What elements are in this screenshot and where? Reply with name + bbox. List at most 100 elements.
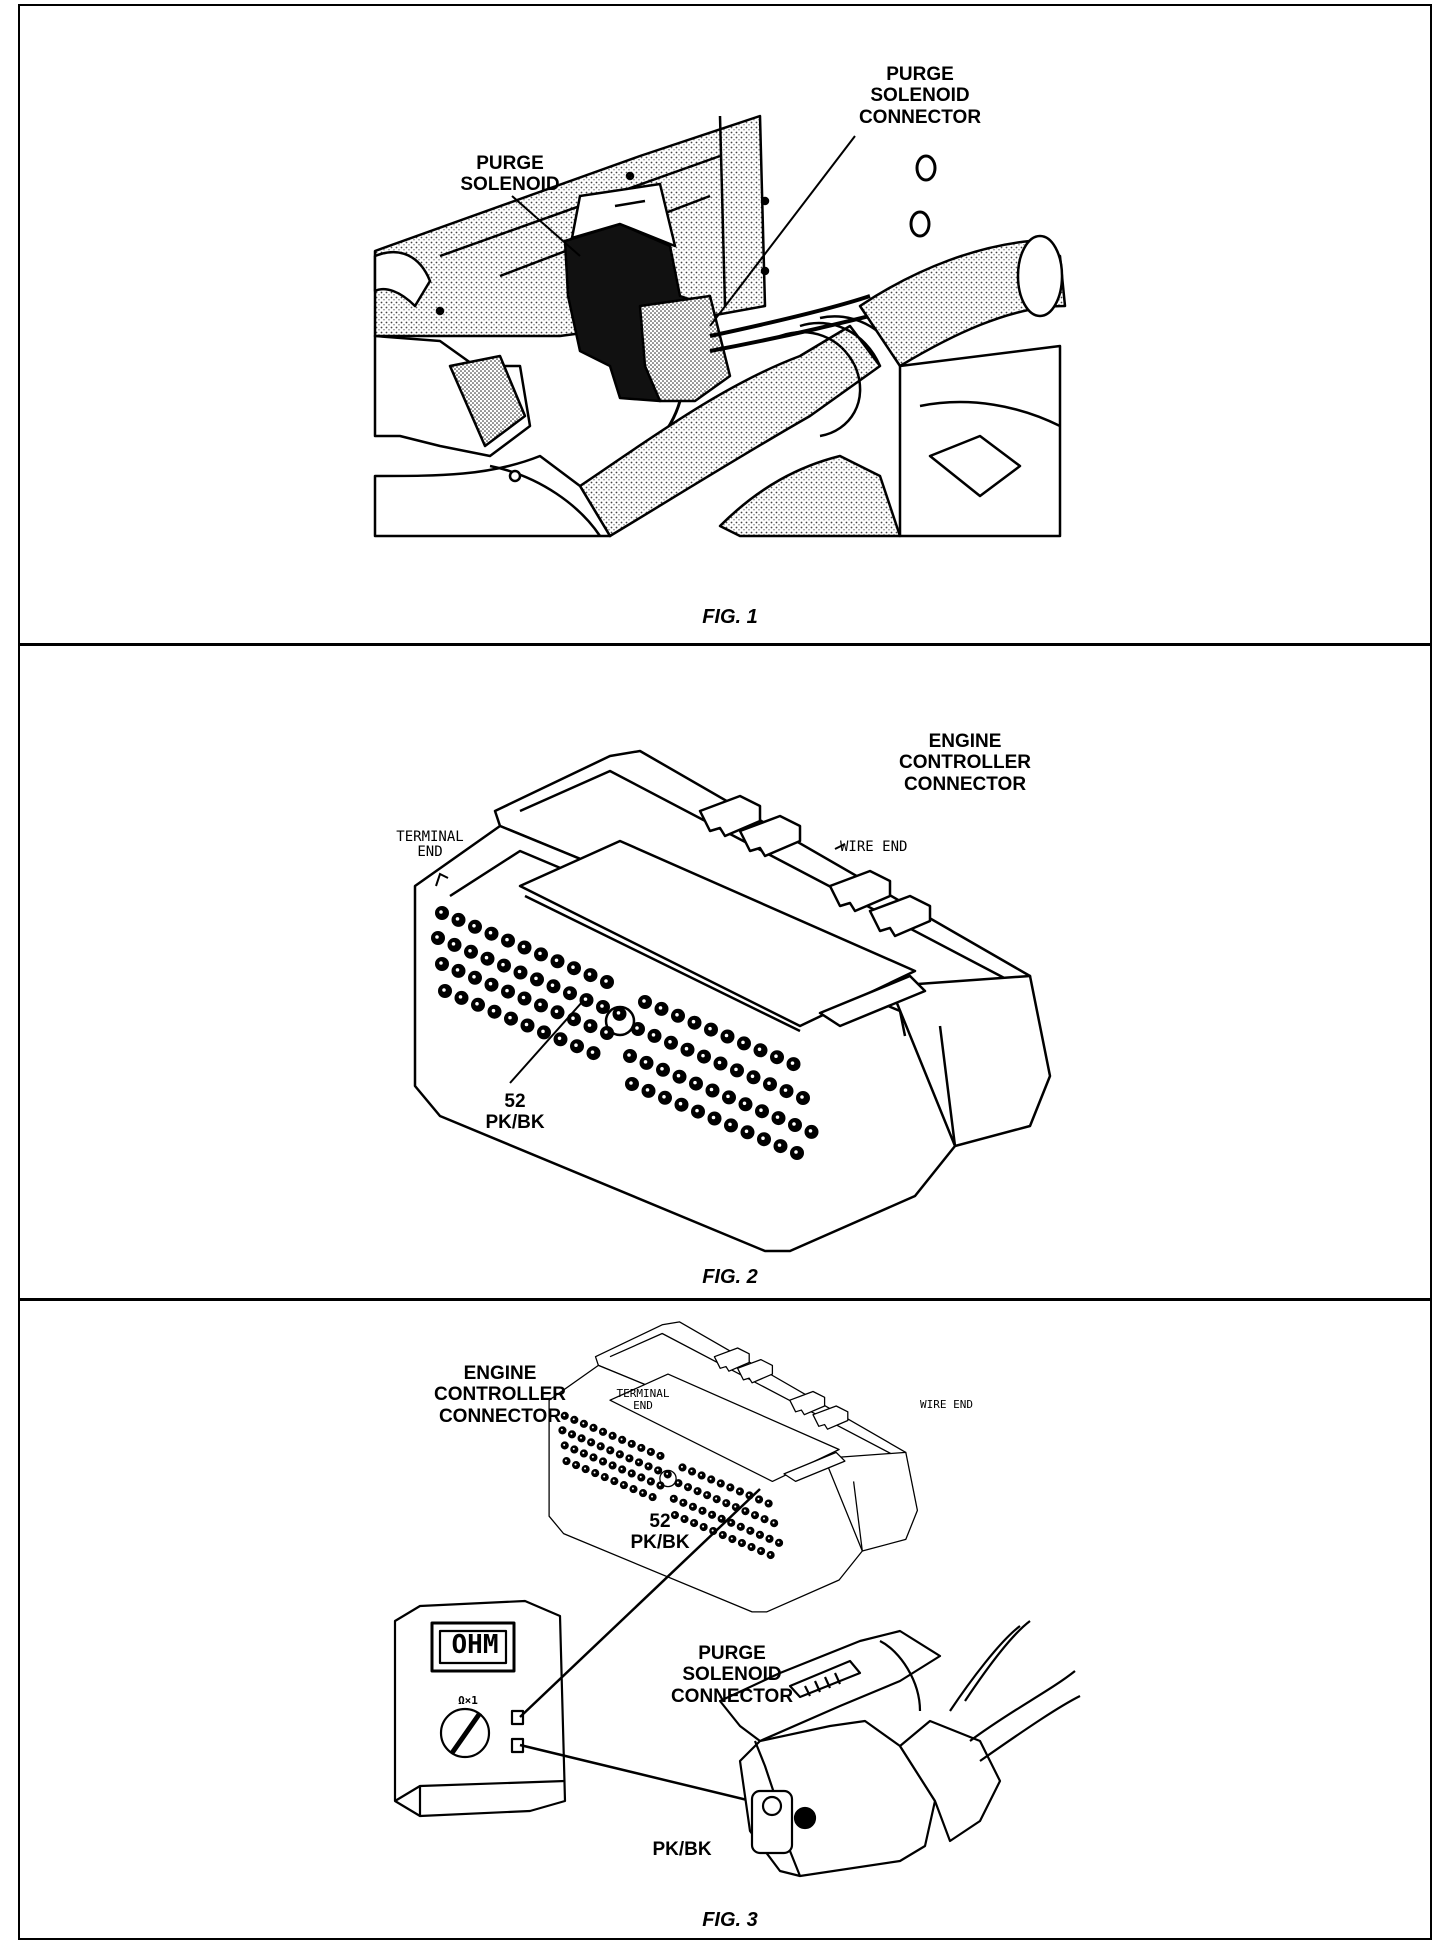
connector-terminal-pin-hole — [471, 974, 477, 980]
purge-solenoid-connector-label: PURGE SOLENOID CONNECTOR — [858, 64, 982, 128]
connector-terminal-pin-hole — [537, 950, 543, 957]
engine-controller-connector-illustration — [413, 749, 1052, 1253]
ohmmeter-test-illustration — [393, 1321, 1081, 1878]
connector-terminal-pin-hole — [690, 1018, 697, 1025]
connector-terminal-pin-hole — [716, 1059, 723, 1066]
connector-terminal-pin-hole — [591, 1425, 595, 1429]
figure-1-caption: FIG. 1 — [702, 606, 758, 628]
figure-3-caption: FIG. 3 — [702, 1909, 758, 1931]
connector-terminal-pin-hole — [450, 941, 457, 947]
connector-terminal-pin-hole — [634, 1025, 640, 1031]
connector-terminal-pin-hole — [490, 1007, 497, 1014]
connector-terminal-pin-hole — [776, 1540, 781, 1544]
terminal-end-label: TERMINAL END — [616, 1387, 670, 1412]
connector-terminal-pin-hole — [572, 1417, 576, 1421]
connector-terminal-pin-hole — [566, 989, 572, 995]
engine-controller-connector-label: ENGINE CONTROLLER CONNECTOR — [434, 1363, 566, 1427]
connector-terminal-pin-hole — [573, 1042, 579, 1048]
connector-terminal-pin-hole — [671, 1496, 675, 1500]
connector-terminal-pin-hole — [683, 1045, 690, 1052]
connector-terminal-pin-hole — [644, 1087, 651, 1093]
wire-end-label: WIRE END — [920, 1398, 973, 1411]
connector-terminal-pin-hole — [579, 1436, 583, 1440]
connector-terminal-pin-hole — [725, 1093, 731, 1100]
connector-terminal-pin-hole — [591, 1455, 595, 1459]
figure-1-panel: PURGE SOLENOID PURGE SOLENOID CONNECTOR … — [20, 6, 1430, 642]
connector-terminal-pin-hole — [586, 971, 593, 977]
connector-terminal-pin-hole — [709, 1512, 714, 1516]
connector-terminal-pin-hole — [553, 957, 560, 964]
panel-divider — [18, 643, 1432, 646]
connector-terminal-pin-hole — [582, 996, 589, 1002]
connector-terminal-pin-hole — [487, 929, 494, 936]
wire-end-label: WIRE END — [840, 839, 908, 855]
connector-terminal-pin-hole — [743, 1128, 750, 1135]
connector-terminal-pin-hole — [728, 1485, 732, 1489]
connector-terminal-pin-hole — [474, 1001, 480, 1007]
connector-terminal-pin-hole — [762, 1516, 766, 1521]
connector-terminal-pin-hole — [639, 1445, 643, 1449]
meter-range-label: Ω×1 — [458, 1694, 478, 1707]
connector-terminal-pin-hole — [738, 1524, 742, 1528]
connector-terminal-pin-hole — [749, 1544, 753, 1549]
connector-terminal-pin-hole — [766, 1501, 770, 1505]
connector-terminal-pin-hole — [617, 1452, 621, 1456]
connector-terminal-pin-hole — [648, 1449, 652, 1453]
connector-terminal-pin-hole — [692, 1079, 698, 1086]
connector-terminal-pin-hole — [791, 1121, 797, 1127]
connector-terminal-pin-hole — [520, 994, 527, 1001]
connector-terminal-pin-hole — [681, 1500, 685, 1504]
connector-terminal-pin-hole — [677, 1100, 684, 1107]
connector-terminal-pin-hole — [723, 1032, 730, 1039]
connector-terminal-pin-hole — [659, 1066, 665, 1072]
connector-terminal-pin-hole — [621, 1482, 625, 1487]
connector-terminal-pin-hole — [771, 1520, 776, 1525]
connector-terminal-pin-hole — [626, 1052, 632, 1058]
connector-terminal-pin-hole — [569, 1432, 574, 1436]
connector-terminal-pin-hole — [760, 1135, 766, 1141]
connector-terminal-pin-hole — [504, 987, 510, 994]
connector-terminal-pin-hole — [581, 1421, 585, 1425]
connector-terminal-pin-hole — [457, 994, 464, 1000]
connector-terminal-pin-hole — [747, 1493, 751, 1497]
connector-terminal-pin-hole — [752, 1512, 757, 1517]
connector-terminal-pin-hole — [758, 1107, 764, 1113]
page-frame — [18, 4, 1432, 1940]
connector-terminal-pin-hole — [730, 1536, 734, 1541]
connector-terminal-pin-hole — [756, 1497, 761, 1501]
connector-terminal-pin-hole — [807, 1128, 814, 1134]
connector-terminal-pin-hole — [658, 1453, 662, 1457]
connector-terminal-pin-hole — [600, 1429, 605, 1433]
figure-2-panel: ENGINE CONTROLLER CONNECTOR TERMINAL END… — [20, 646, 1430, 1296]
connector-terminal-pin-hole — [694, 1107, 700, 1114]
connector-terminal-pin-hole — [793, 1149, 799, 1155]
connector-terminal-pin-hole — [641, 998, 647, 1004]
connector-terminal-pin-hole — [454, 916, 461, 922]
connector-terminal-pin-hole — [675, 1072, 682, 1079]
connector-terminal-pin-hole — [537, 1001, 543, 1008]
connector-terminal-pin-hole — [650, 1494, 654, 1499]
connector-terminal-pin-hole — [610, 1433, 614, 1437]
connector-terminal-pin-hole — [556, 1035, 563, 1042]
connector-terminal-pin-hole — [691, 1520, 696, 1525]
connector-terminal-pin-hole — [610, 1463, 614, 1467]
connector-terminal-pin-hole — [629, 1471, 633, 1475]
connector-terminal-pin-hole — [619, 1437, 624, 1441]
connector-terminal-pin-hole — [727, 1121, 733, 1128]
connector-terminal-pin-hole — [789, 1060, 796, 1066]
connector-terminal-pin-hole — [573, 1462, 578, 1467]
connector-terminal-pin-hole — [707, 1025, 713, 1032]
connector-terminal-pin-hole — [438, 960, 444, 966]
connector-terminal-pin-hole — [741, 1100, 748, 1107]
connector-terminal-pin-hole — [700, 1508, 704, 1512]
connector-terminal-pin-hole — [701, 1524, 705, 1529]
connector-terminal-pin-hole — [438, 909, 444, 915]
connector-terminal-pin-hole — [636, 1460, 641, 1464]
connector-terminal-pin-hole — [767, 1536, 771, 1540]
figure-3-panel: ENGINE CONTROLLER CONNECTOR TERMINAL END… — [20, 1301, 1430, 1939]
connector-terminal-pin-hole — [748, 1528, 752, 1532]
connector-terminal-pin-hole — [586, 1022, 593, 1028]
connector-terminal-pin-hole — [520, 943, 527, 950]
connector-terminal-pin-hole — [562, 1413, 566, 1417]
connector-terminal-pin-hole — [500, 961, 506, 968]
